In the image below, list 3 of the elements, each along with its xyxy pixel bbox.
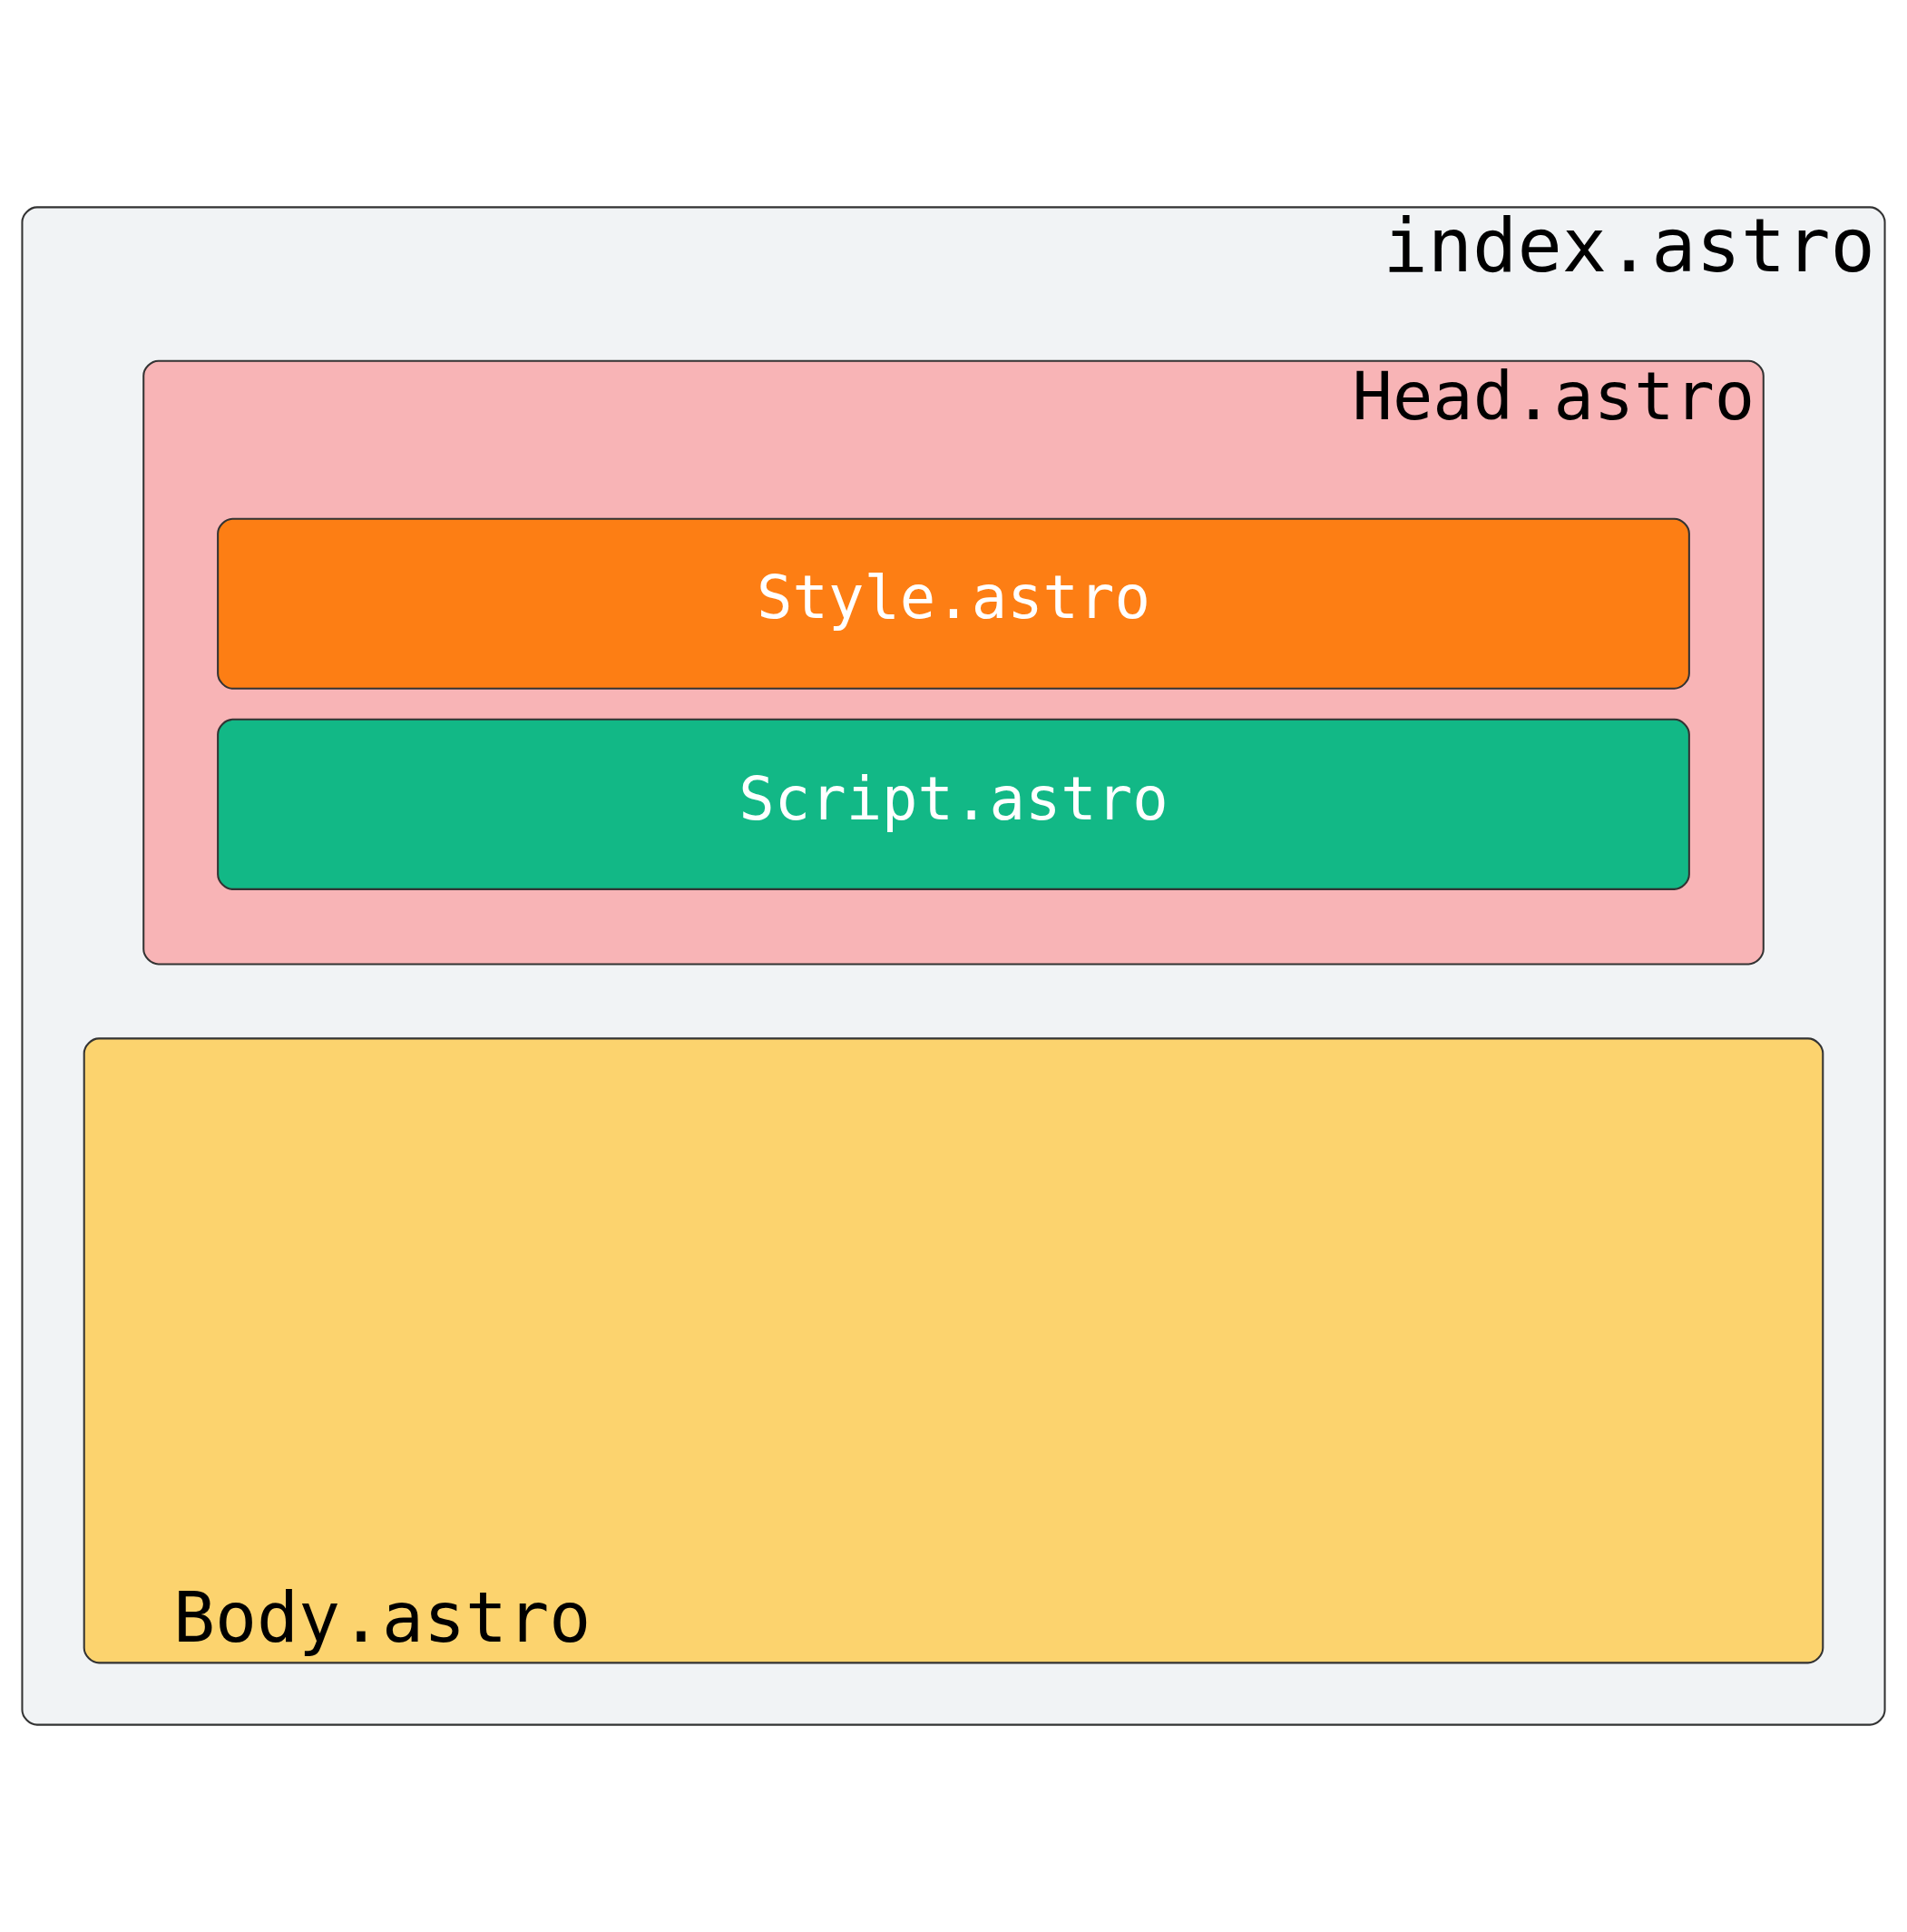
- node-box: Style.astro: [217, 517, 1690, 690]
- node-box: Body.astro: [83, 1037, 1824, 1664]
- node-box: Script.astro: [217, 718, 1690, 890]
